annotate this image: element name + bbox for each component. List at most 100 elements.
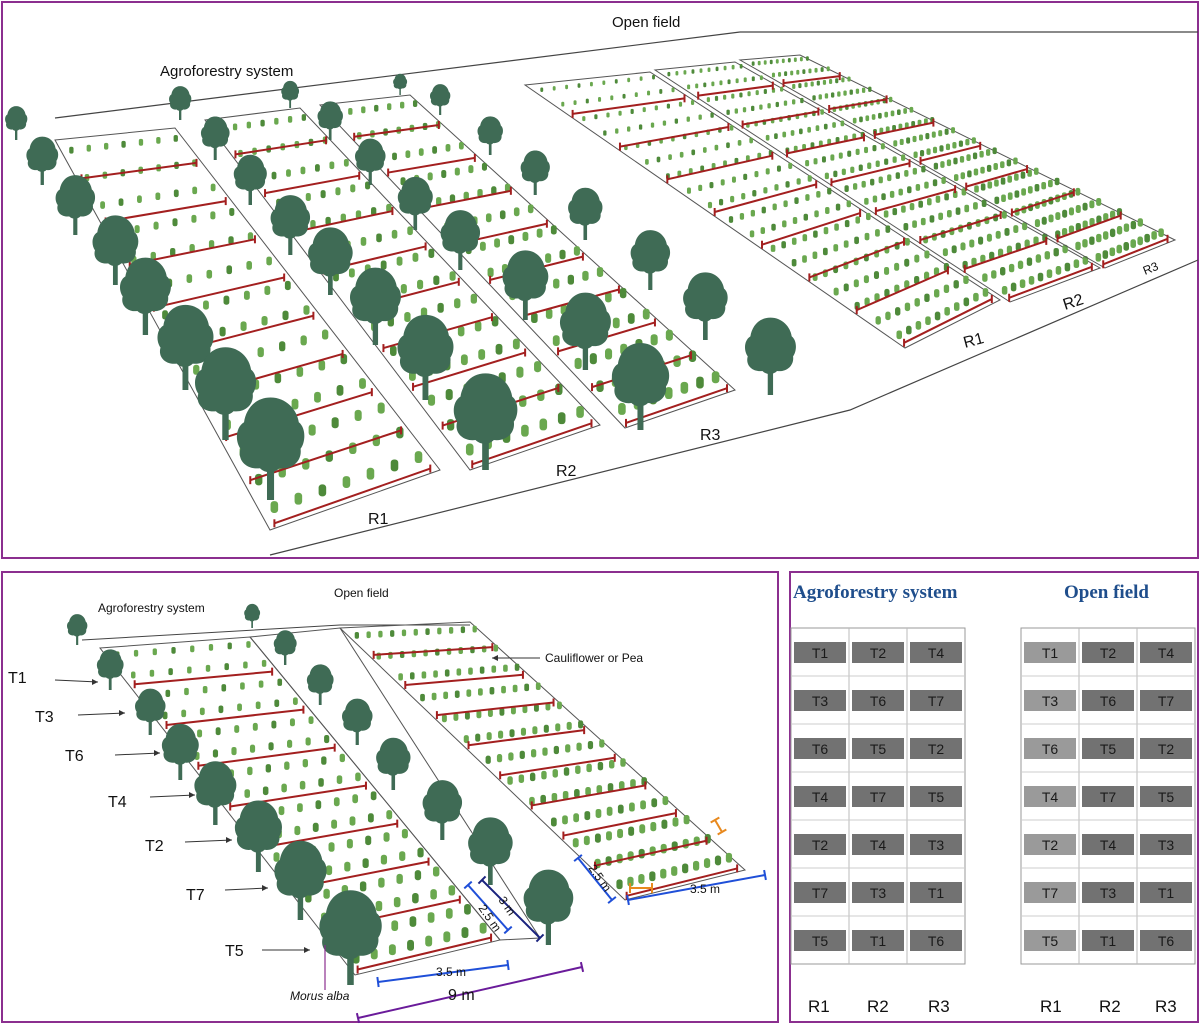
crop-plant [731, 176, 736, 183]
crop-plant [820, 67, 824, 72]
crop-plant [340, 213, 346, 222]
crop-plant [997, 248, 1004, 257]
crop-plant [649, 846, 656, 856]
crop-plant [582, 270, 589, 281]
crop-plant [226, 265, 233, 275]
treatment-cell-label: T1 [812, 645, 829, 661]
treatment-arrow [149, 794, 196, 798]
morus-tree [397, 314, 454, 400]
treatment-cell [1082, 834, 1134, 855]
crop-plant [577, 83, 581, 88]
crop-plant [413, 628, 418, 636]
crop-plant [834, 223, 839, 231]
crop-plant [573, 100, 577, 105]
crop-plant [703, 858, 711, 868]
morus-tree [274, 840, 327, 920]
crop-plant [771, 72, 775, 78]
treatment-cell-label: T2 [870, 645, 887, 661]
crop-plant [212, 749, 219, 758]
crop-plant [607, 783, 614, 792]
crop-plant [813, 230, 818, 238]
crop-plant [812, 95, 816, 101]
crop-plant [731, 64, 735, 70]
morus-tree [233, 154, 267, 205]
crop-plant [237, 703, 242, 712]
crop-plant [433, 275, 440, 286]
crop-plant [417, 847, 424, 858]
crop-plant [453, 713, 459, 721]
crop-plant [914, 298, 920, 307]
crop-plant [331, 417, 339, 429]
crop-plant [898, 123, 903, 130]
crop-plant [775, 101, 779, 108]
crop-plant [737, 139, 742, 146]
crop-plant [855, 88, 860, 94]
crop-plant [656, 156, 661, 163]
crop-plant [375, 900, 383, 912]
crop-plant [472, 625, 477, 633]
crop-plant [892, 125, 896, 131]
crop-plant [69, 146, 74, 154]
crop-plant [749, 230, 755, 238]
crop-plant [981, 199, 987, 208]
crop-plant [565, 84, 569, 90]
crop-plant [1000, 267, 1006, 276]
crop-plant [966, 154, 971, 161]
crop-plant [340, 353, 348, 365]
crop-plant [380, 854, 388, 865]
crop-plant [853, 279, 859, 288]
crop-plant [376, 233, 382, 243]
crop-plant [861, 180, 866, 188]
crop-plant [638, 124, 643, 130]
crop-plant [1015, 242, 1021, 251]
crop-plant [331, 819, 338, 829]
crop-plant [1089, 236, 1095, 245]
crop-plant [378, 630, 383, 638]
crop-plant [906, 137, 911, 144]
treatment-cell [852, 834, 904, 855]
crop-plant [911, 121, 916, 128]
crop-plant [265, 764, 271, 773]
crop-plant [654, 105, 658, 111]
treatment-cell [1024, 930, 1076, 951]
treatment-cell-label: T2 [812, 837, 829, 853]
crop-plant [678, 101, 683, 107]
morus-tree [453, 373, 518, 470]
morus-tree [397, 176, 433, 230]
crop-plant [400, 101, 405, 109]
bl-open-label: Open field [334, 586, 389, 600]
treatment-cell [1140, 690, 1192, 711]
crop-plant [757, 60, 761, 66]
crop-plant [783, 200, 788, 208]
crop-plant [931, 131, 936, 138]
crop-plant [965, 138, 970, 146]
dim-line-bed-length [377, 964, 509, 983]
treatment-cell [1024, 786, 1076, 807]
crop-plant [865, 115, 870, 122]
crop-plant [329, 161, 335, 170]
crop-plant [1075, 241, 1081, 251]
crop-plant [675, 71, 679, 76]
crop-plant [763, 88, 767, 94]
dim-tick [376, 976, 380, 988]
crop-plant [867, 162, 872, 169]
crop-plant [153, 221, 159, 230]
crop-plant [959, 155, 965, 163]
crop-plant [325, 216, 331, 226]
crop-plant [719, 80, 723, 86]
treatment-cell-label: T6 [1158, 933, 1175, 949]
crop-plant [399, 851, 406, 861]
crop-plant [1082, 202, 1088, 211]
crop-plant [1004, 227, 1010, 236]
measuring-tape [105, 200, 226, 223]
crop-plant [491, 186, 497, 195]
morus-tree [520, 150, 550, 195]
crop-plant [651, 798, 658, 808]
crop-plant [868, 86, 872, 92]
crop-plant [796, 69, 800, 75]
crop-plant [1034, 184, 1040, 192]
measuring-tape [563, 812, 677, 837]
dim-tick [463, 880, 473, 890]
crop-plant [782, 131, 787, 138]
